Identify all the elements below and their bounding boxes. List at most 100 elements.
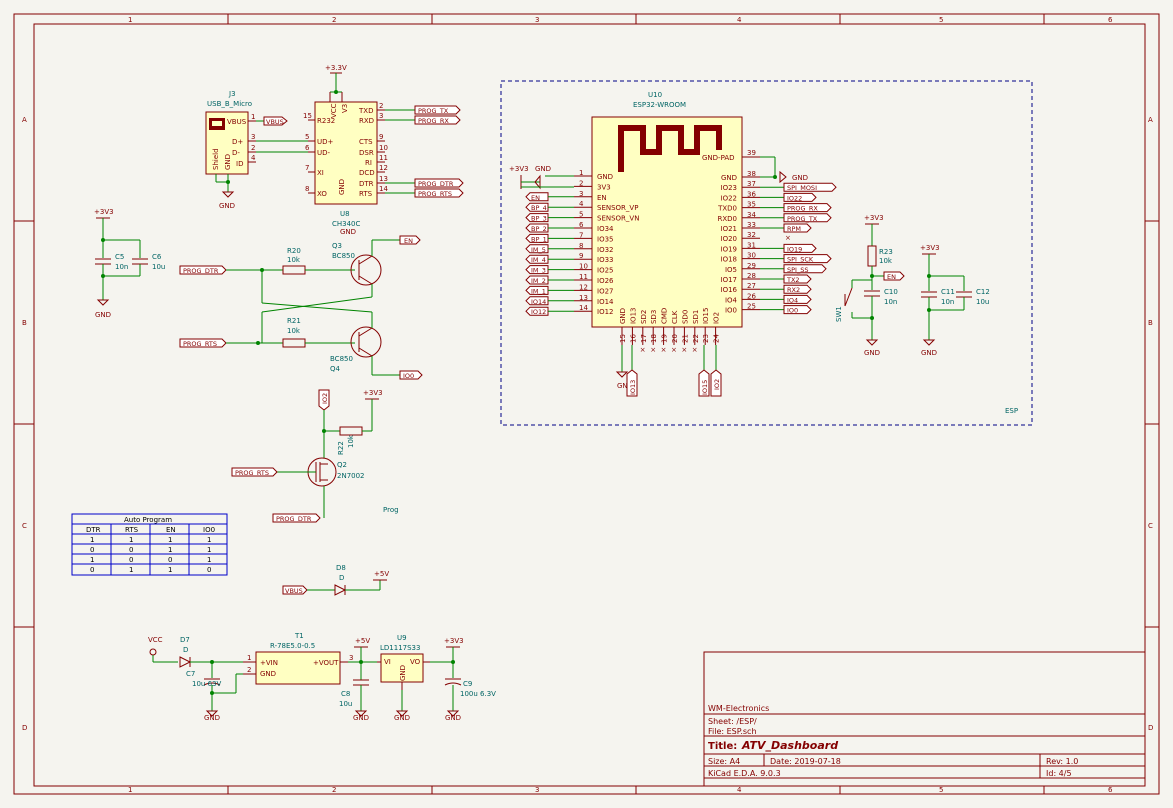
r22-value: 10k bbox=[347, 434, 355, 448]
diode-d7[interactable]: D7 D bbox=[179, 636, 243, 668]
net-label-text: IO22 bbox=[787, 194, 802, 202]
u8-pin-gnd: GND bbox=[338, 179, 346, 195]
net-label-im_3 bbox=[525, 265, 549, 275]
table-cell: 0 bbox=[129, 556, 133, 564]
transistor-q4[interactable]: BC850 Q4 bbox=[330, 312, 400, 376]
net-label-text: IO14 bbox=[531, 298, 546, 306]
u8-pin-xo: XO bbox=[317, 190, 327, 198]
u10-pin-num: 19 bbox=[661, 334, 669, 343]
u10-pin-name: IO23 bbox=[721, 184, 737, 192]
table-cell: 1 bbox=[129, 566, 133, 574]
u10-pin-num: 20 bbox=[671, 334, 679, 343]
u8-pin-num-14: 14 bbox=[379, 185, 388, 193]
decoupling-c5-c6[interactable]: +3V3 C5 10n C6 10u GND bbox=[94, 208, 165, 319]
u10-pin-num: 30 bbox=[747, 252, 756, 260]
q3-value: BC850 bbox=[332, 252, 355, 260]
net-label-text: BP_1 bbox=[531, 235, 547, 243]
svg-text:2: 2 bbox=[247, 666, 251, 674]
usb-uart-u8[interactable]: +3.3V VCC V3 R232 UD+ UD- XI XO 15 5 6 7… bbox=[303, 64, 415, 236]
r20-ref: R20 bbox=[287, 247, 301, 255]
tb-id: Id: 4/5 bbox=[1046, 769, 1072, 778]
u10-pin-num: 23 bbox=[702, 334, 710, 343]
net-label-text: PROG_TX bbox=[787, 215, 818, 223]
reset-switch-sw1[interactable]: SW1 bbox=[835, 279, 872, 322]
net-label-im_2 bbox=[525, 275, 549, 285]
net-label-text: SPI_SS bbox=[787, 266, 808, 274]
d8-5v-symbol: +5V bbox=[374, 570, 389, 578]
row-label-d-right: D bbox=[1148, 724, 1153, 732]
prog-dtr-label-r20: PROG_DTR bbox=[179, 265, 227, 275]
net-label-io4 bbox=[783, 294, 812, 304]
en-label-r23: EN bbox=[883, 271, 905, 281]
u10-pin-name: IO15 bbox=[702, 308, 710, 324]
table-cell: 0 bbox=[90, 546, 94, 554]
decoupling-c11-c12[interactable]: +3V3 C11 10n C12 10u GND bbox=[920, 244, 990, 357]
sw1-ref: SW1 bbox=[835, 306, 843, 322]
vbus-label-d8: VBUS bbox=[282, 585, 308, 595]
u8-pin-r232: R232 bbox=[317, 117, 335, 125]
resistor-r20[interactable]: R20 10k bbox=[226, 247, 355, 275]
u8-pin-vcc: VCC bbox=[330, 103, 338, 118]
net-label-spi_sck bbox=[783, 254, 832, 264]
ldo-u9[interactable]: U9 LD1117S33 VI VO GND GND bbox=[377, 634, 430, 722]
no-connect-mark: × bbox=[681, 346, 687, 354]
net-label-spi_ss bbox=[783, 264, 827, 274]
regulator-t1[interactable]: T1 R-78E5.0-0.5 1 2 3 +VIN GND +VOUT bbox=[243, 632, 353, 685]
capacitor-c7[interactable]: C7 10u 63V GND bbox=[186, 662, 243, 722]
t1-pin-gnd: GND bbox=[260, 670, 276, 678]
u8-pin-num-8: 8 bbox=[305, 185, 309, 193]
net-label-text: IO12 bbox=[531, 308, 546, 316]
u10-pin-num: 36 bbox=[747, 190, 756, 198]
c6-value: 10u bbox=[152, 263, 165, 271]
u10-pin-num: 31 bbox=[747, 241, 756, 249]
u10-pin-name: IO35 bbox=[597, 235, 613, 243]
capacitor-c8[interactable]: +5V C8 10u GND bbox=[339, 637, 377, 722]
u8-pin-num-5: 5 bbox=[305, 133, 309, 141]
c11-3v3-symbol: +3V3 bbox=[920, 244, 940, 252]
t1-ref: T1 bbox=[294, 632, 304, 640]
u10-ref: U10 bbox=[648, 91, 662, 99]
svg-text:PROG_RX: PROG_RX bbox=[418, 117, 449, 125]
u10-right-net-labels: SPI_MOSIIO22PROG_RXPROG_TXRPMIO19SPI_SCK… bbox=[760, 182, 837, 315]
net-label-bp_1 bbox=[525, 233, 549, 243]
capacitor-c9[interactable]: +3V3 C9 100u 6.3V GND bbox=[430, 637, 496, 722]
transistor-q3[interactable]: Q3 BC850 bbox=[332, 239, 400, 297]
net-label-text: BP_4 bbox=[531, 204, 547, 212]
net-label-bp_2 bbox=[525, 223, 549, 233]
u8-pin-num-2: 2 bbox=[379, 102, 383, 110]
tb-tool: KiCad E.D.A. 9.0.3 bbox=[708, 769, 781, 778]
u10-pin-num: 9 bbox=[579, 252, 583, 260]
u10-pin-name: SD0 bbox=[681, 310, 689, 324]
u10-pin-name: 3V3 bbox=[597, 183, 611, 191]
u10-value: ESP32-WROOM bbox=[633, 101, 686, 109]
usb-connector-j3[interactable]: J3 USB_B_Micro VBUS D+ D- ID Shield GND … bbox=[205, 90, 308, 210]
u10-pin-name: IO25 bbox=[597, 267, 613, 275]
u10-pin-num: 8 bbox=[579, 242, 583, 250]
table-cell: 1 bbox=[168, 536, 172, 544]
svg-text:VBUS: VBUS bbox=[266, 118, 284, 126]
vcc-symbol: VCC bbox=[148, 636, 163, 644]
en-pullup-r23[interactable]: +3V3 R23 10k bbox=[864, 214, 893, 290]
net-label-io12 bbox=[525, 306, 549, 316]
net-label-prog_rx bbox=[783, 203, 832, 213]
u10-pin-num: 34 bbox=[747, 211, 756, 219]
capacitor-c10[interactable]: C10 10n GND bbox=[864, 288, 898, 357]
resistor-r21[interactable]: R21 10k bbox=[226, 317, 355, 348]
resistor-r22[interactable]: +3V3 R22 10k bbox=[322, 389, 383, 455]
net-label-en bbox=[525, 192, 549, 202]
net-label-rpm bbox=[783, 223, 812, 233]
col-label-6-bottom: 6 bbox=[1108, 786, 1113, 794]
table-title: Auto Program bbox=[124, 516, 172, 524]
diode-d8[interactable]: D8 D +5V bbox=[307, 564, 389, 596]
c12-value: 10u bbox=[976, 298, 989, 306]
mosfet-q2[interactable]: Q2 2N7002 bbox=[277, 431, 365, 518]
u10-pin-num: 26 bbox=[747, 292, 756, 300]
u10-pin-num: 35 bbox=[747, 201, 756, 209]
c9-gnd-symbol: GND bbox=[445, 714, 461, 722]
u8-pin-dcd: DCD bbox=[359, 169, 375, 177]
net-label-text: PROG_RX bbox=[787, 205, 818, 213]
esp32-module-u10[interactable]: U10 ESP32-WROOM GND-PAD 39 bbox=[591, 91, 760, 328]
net-label-bp_4 bbox=[525, 202, 549, 212]
io2-label-q2: IO2 bbox=[318, 389, 330, 411]
u10-pin-name: IO34 bbox=[597, 225, 614, 233]
